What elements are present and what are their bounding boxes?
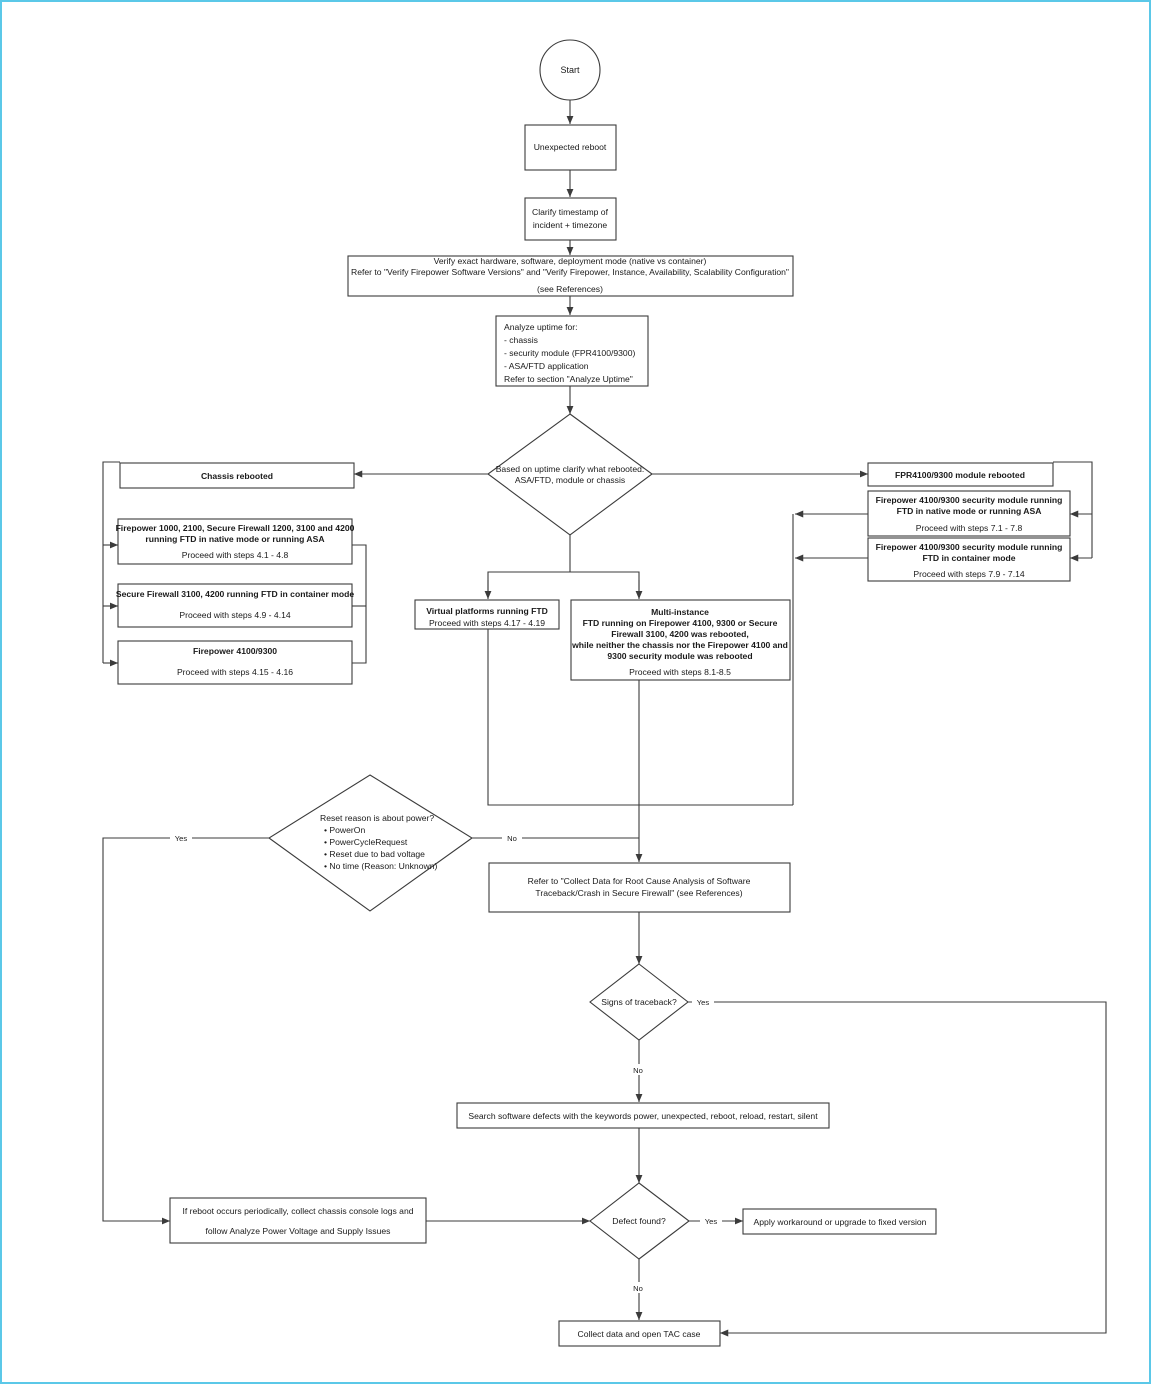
reset-reason-bullet-0: • PowerOn <box>324 825 365 835</box>
collect-tac-label: Collect data and open TAC case <box>578 1329 701 1339</box>
right1-line1: Firepower 4100/9300 security module runn… <box>876 495 1063 505</box>
svg-text:follow Analyze Power Voltage a: follow Analyze Power Voltage and Supply … <box>206 1226 391 1236</box>
node-virtual-platforms[interactable]: Virtual platforms running FTD Proceed wi… <box>414 599 560 630</box>
node-multi-instance[interactable]: Multi-instance FTD running on Firepower … <box>570 599 791 681</box>
search-defects-prefix: Search software defects with the keyword… <box>468 1111 633 1121</box>
label-defect-yes: Yes <box>705 1217 718 1226</box>
analyze-uptime-line3: - security module (FPR4100/9300) <box>504 348 635 358</box>
node-analyze-uptime[interactable]: Analyze uptime for: - chassis - security… <box>495 315 649 387</box>
node-search-defects[interactable]: Search software defects with the keyword… <box>456 1102 830 1129</box>
signs-traceback-label: Signs of traceback? <box>601 997 677 1007</box>
label-traceback-no: No <box>633 1066 643 1075</box>
virtual-platforms-line1: Virtual platforms running FTD <box>426 606 548 616</box>
node-collect-data-rca[interactable]: Refer to "Collect Data for Root Cause An… <box>488 862 791 913</box>
svg-text:Search software defects with t: Search software defects with the keyword… <box>468 1111 818 1121</box>
clarify-timestamp-line2: incident + timezone <box>533 220 608 230</box>
edge-virtual-down <box>487 629 639 806</box>
label-defect-no: No <box>633 1284 643 1293</box>
verify-hardware-line1: Verify exact hardware, software, deploym… <box>434 256 707 266</box>
multi-instance-line3: Firewall 3100, 4200 was rebooted, <box>611 629 749 639</box>
node-right-module-container[interactable]: Firepower 4100/9300 security module runn… <box>867 537 1071 582</box>
multi-instance-line2: FTD running on Firepower 4100, 9300 or S… <box>583 618 778 628</box>
node-clarify-timestamp[interactable]: Clarify timestamp of incident + timezone <box>524 197 617 241</box>
what-rebooted-line2: ASA/FTD, module or chassis <box>515 475 625 485</box>
node-fpr-module-rebooted[interactable]: FPR4100/9300 module rebooted <box>867 462 1054 487</box>
right2-steps: Proceed with steps 7.9 - 7.14 <box>913 569 1025 579</box>
node-collect-tac[interactable]: Collect data and open TAC case <box>558 1320 721 1347</box>
analyze-uptime-line1: Analyze uptime for: <box>504 322 578 332</box>
analyze-uptime-line5-bold: "Analyze Uptime" <box>567 374 633 384</box>
svg-text:If reboot occurs periodically,: If reboot occurs periodically, collect c… <box>182 1206 413 1216</box>
edge-label-group: Yes No Yes No Yes No <box>170 832 722 1293</box>
multi-instance-line1: Multi-instance <box>651 607 709 617</box>
multi-instance-steps: Proceed with steps 8.1-8.5 <box>629 667 731 677</box>
virtual-platforms-steps: Proceed with steps 4.17 - 4.19 <box>429 618 545 628</box>
reset-reason-line1: Reset reason is about power? <box>320 813 434 823</box>
defect-found-label: Defect found? <box>612 1216 666 1226</box>
node-signs-of-traceback[interactable]: Signs of traceback? <box>589 963 689 1041</box>
label-reset-no: No <box>507 834 517 843</box>
edge-reset-yes <box>102 837 269 1225</box>
label-reset-yes: Yes <box>175 834 188 843</box>
apply-workaround-label: Apply workaround or upgrade to fixed ver… <box>754 1217 927 1227</box>
analyze-uptime-line2: - chassis <box>504 335 538 345</box>
clarify-timestamp-line1: Clarify timestamp of <box>532 207 609 217</box>
edge-decision-to-multi-branch <box>570 571 640 597</box>
node-left-firepower-native[interactable]: Firepower 1000, 2100, Secure Firewall 12… <box>116 518 355 565</box>
edge-traceback-yes <box>688 1001 1107 1337</box>
node-what-rebooted[interactable]: Based on uptime clarify what rebooted: A… <box>487 413 653 536</box>
node-unexpected-reboot[interactable]: Unexpected reboot <box>524 124 617 171</box>
edges <box>102 99 1107 1337</box>
node-right-module-native[interactable]: Firepower 4100/9300 security module runn… <box>867 490 1071 537</box>
left1-steps: Proceed with steps 4.1 - 4.8 <box>182 550 289 560</box>
collect-rca-line1: Refer to "Collect Data for Root Cause An… <box>528 876 751 886</box>
left2-steps: Proceed with steps 4.9 - 4.14 <box>179 610 291 620</box>
start-label: Start <box>560 65 580 75</box>
fpr-module-rebooted-label: FPR4100/9300 module rebooted <box>895 470 1025 480</box>
edge-left-boxes-right-rail <box>352 544 367 664</box>
reset-reason-bullet-2: • Reset due to bad voltage <box>324 849 425 859</box>
node-periodic-reboot[interactable]: If reboot occurs periodically, collect c… <box>169 1197 427 1244</box>
edge-decision-to-virtual-branch <box>487 535 571 597</box>
what-rebooted-line1: Based on uptime clarify what rebooted: <box>496 464 645 474</box>
multi-instance-line4: while neither the chassis nor the Firepo… <box>571 640 788 650</box>
node-left-firepower-4100-9300[interactable]: Firepower 4100/9300 Proceed with steps 4… <box>117 640 353 685</box>
analyze-uptime-line5-prefix: Refer to section <box>504 374 567 384</box>
reset-reason-bullet-3: • No time (Reason: Unknown) <box>324 861 437 871</box>
periodic-line1-bold: console <box>349 1206 379 1216</box>
periodic-line2-prefix: follow <box>206 1226 230 1236</box>
node-left-secure-firewall-container[interactable]: Secure Firewall 3100, 4200 running FTD i… <box>116 583 355 628</box>
edge-chassis-left-rail <box>102 461 120 663</box>
left3-steps: Proceed with steps 4.15 - 4.16 <box>177 667 293 677</box>
right2-line2: FTD in container mode <box>922 553 1015 563</box>
search-defects-keywords: power, unexpected, reboot, reload, resta… <box>634 1111 819 1121</box>
node-reset-reason[interactable]: Reset reason is about power? • PowerOn •… <box>268 774 473 912</box>
analyze-uptime-line4: - ASA/FTD application <box>504 361 589 371</box>
verify-hardware-line3: (see References) <box>537 284 603 294</box>
edge-fpr-right-rail <box>1053 461 1093 558</box>
verify-hardware-line2: Refer to "Verify Firepower Software Vers… <box>351 267 789 277</box>
node-start[interactable]: Start <box>539 39 601 101</box>
left1-line1: Firepower 1000, 2100, Secure Firewall 12… <box>116 523 355 533</box>
left1-line2: running FTD in native mode or running AS… <box>145 534 324 544</box>
chassis-rebooted-label: Chassis rebooted <box>201 471 273 481</box>
node-defect-found[interactable]: Defect found? <box>589 1182 690 1260</box>
node-apply-workaround[interactable]: Apply workaround or upgrade to fixed ver… <box>742 1208 937 1235</box>
svg-text:Refer to section "Analyze Upti: Refer to section "Analyze Uptime" <box>504 374 633 384</box>
right1-steps: Proceed with steps 7.1 - 7.8 <box>916 523 1023 533</box>
collect-rca-line2: Traceback/Crash in Secure Firewall" (see… <box>535 888 742 898</box>
periodic-line1-suffix: logs and <box>379 1206 414 1216</box>
left2-line1: Secure Firewall 3100, 4200 running FTD i… <box>116 589 355 599</box>
reset-reason-bullet-1: • PowerCycleRequest <box>324 837 408 847</box>
unexpected-reboot-label: Unexpected reboot <box>534 142 607 152</box>
right1-line2: FTD in native mode or running ASA <box>897 506 1042 516</box>
left3-line1: Firepower 4100/9300 <box>193 646 277 656</box>
label-traceback-yes: Yes <box>697 998 710 1007</box>
node-verify-hardware[interactable]: Verify exact hardware, software, deploym… <box>347 255 794 297</box>
multi-instance-line5: 9300 security module was rebooted <box>607 651 752 661</box>
right2-line1: Firepower 4100/9300 security module runn… <box>876 542 1063 552</box>
periodic-line1-prefix: If reboot occurs periodically, collect c… <box>182 1206 349 1216</box>
periodic-line2-bold: Analyze Power Voltage and Supply Issues <box>229 1226 390 1236</box>
node-chassis-rebooted[interactable]: Chassis rebooted <box>119 462 355 489</box>
